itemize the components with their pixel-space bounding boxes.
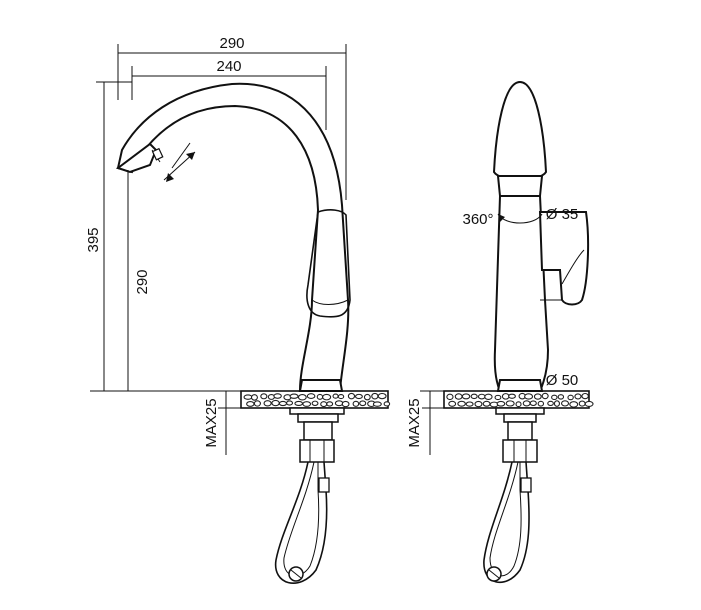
stone-texture [322,393,332,401]
stone-texture [477,393,486,400]
stone-texture [474,400,483,408]
stone-texture [263,400,272,407]
dim-max-left: MAX25 [203,398,220,447]
stone-texture [533,393,542,400]
stone-texture [448,400,457,407]
stone-texture [294,400,304,407]
stone-texture [461,393,471,400]
stone-texture [383,401,391,407]
dim-handle-diameter: Ø 35 [546,206,579,223]
stone-texture [553,400,561,407]
faucet-body-front [492,80,590,392]
stone-texture [243,394,253,400]
stone-texture [482,400,491,407]
stone-texture [278,400,288,407]
stone-texture [505,400,515,407]
stone-texture [457,400,466,407]
stone-texture [320,401,328,408]
dim-base-diameter: Ø 50 [546,372,579,389]
dim-max-right: MAX25 [406,398,423,447]
faucet-body-side [115,82,351,392]
stone-texture [334,400,344,407]
countertop-left [90,390,391,409]
stone-texture [537,400,545,407]
stone-texture [541,392,549,400]
stone-texture [494,394,502,401]
dim-height-total: 395 [85,227,102,252]
stone-texture [551,394,558,401]
stone-texture [260,393,268,400]
stone-texture [359,400,367,407]
dimension-lines-side [96,44,347,455]
stone-texture [377,392,387,400]
stone-texture [515,401,522,408]
stone-texture [484,393,493,401]
stone-texture [567,394,574,401]
stone-texture [302,401,312,407]
stone-texture [363,393,371,401]
dim-top-outer: 290 [219,35,244,52]
under-counter-hardware-front [483,407,545,584]
stone-texture [496,400,506,407]
stone-texture [371,392,379,400]
stone-texture [578,400,586,407]
stone-texture [446,393,454,401]
stone-texture [508,393,516,399]
side-view: 290 240 395 290 MAX25 [85,35,391,584]
stone-texture [253,400,261,407]
stone-texture [250,394,258,401]
stone-texture [470,393,478,400]
stone-texture [352,400,360,407]
stone-texture [584,400,594,407]
front-view: 360° Ø 35 Ø 50 MAX25 [406,80,594,584]
stone-texture [372,401,382,407]
stone-texture [574,393,582,400]
stone-texture [273,393,282,399]
under-counter-hardware-side [274,407,345,584]
stone-texture [311,400,319,407]
stone-texture [465,401,474,407]
dim-rotation: 360° [462,211,493,228]
dimension-lines-front [422,391,444,455]
stone-texture [501,393,510,400]
stone-texture [454,393,463,400]
stone-texture [569,401,579,408]
stone-texture [326,401,334,407]
stone-texture [316,393,324,400]
stone-texture [547,400,554,407]
stone-texture [557,394,565,400]
stone-texture [522,400,531,407]
countertop-right [420,390,594,409]
stone-texture [529,400,537,407]
stone-texture [560,400,570,407]
stone-texture [271,399,280,407]
stone-texture [246,401,255,407]
stone-texture [581,392,589,400]
stone-texture [524,393,534,400]
stone-texture [354,393,363,400]
stone-texture [306,393,316,399]
stone-texture [286,400,294,406]
stone-texture [297,394,307,401]
stone-texture [289,393,299,399]
stone-texture [341,400,350,408]
dim-height-spout: 290 [134,269,151,294]
stone-texture [347,392,356,400]
stone-texture [337,394,345,400]
stone-texture [332,393,339,399]
dim-top-inner: 240 [216,58,241,75]
